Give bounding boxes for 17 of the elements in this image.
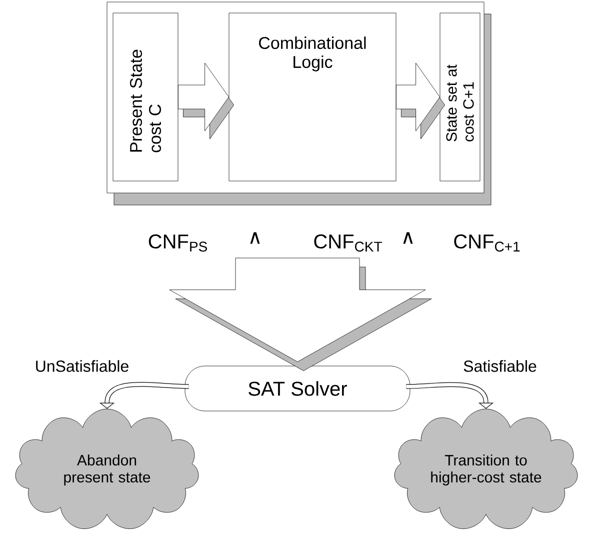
outcome-cloud: Abandon present state [15,408,199,529]
block-arrow [396,62,445,140]
arrow [406,382,494,409]
block-arrow [178,62,234,140]
edge-label: UnSatisfiable [34,359,130,373]
logic-box: Combinational Logic [228,12,396,182]
state-register-box: Present State cost C [112,12,178,182]
formula-term: ∧ [403,232,413,244]
block-arrow [169,258,432,371]
formula-term: CNF$_{PS}$ [148,234,207,252]
edge-label: Satisfiable [462,359,538,373]
state-register-box: State set at cost C+1 [440,12,480,182]
formula-term: CNF$_{C+1}$ [454,234,520,252]
outcome-cloud: Transition to higher-cost state [394,408,578,529]
solver-box: SAT Solver [184,366,410,412]
formula-term: CNF$_{CKT}$ [314,234,382,252]
formula-term: ∧ [250,232,260,244]
